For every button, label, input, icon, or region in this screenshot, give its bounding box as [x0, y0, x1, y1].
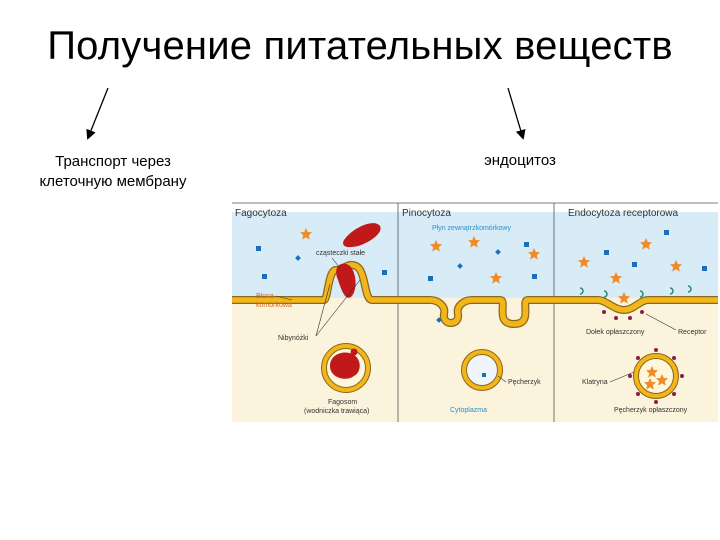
header-receptor-endocytosis: Endocytoza receptorowa [568, 208, 679, 219]
solid-particle-1 [343, 223, 381, 248]
label-solid-particles: cząsteczki stałe [316, 250, 365, 257]
label-coated-vesicle: Pęcherzyk opłaszczony [614, 407, 688, 414]
label-phagosome-1: Fagosom [328, 399, 357, 406]
arrow-left [86, 87, 109, 140]
label-phagosome-2: (wodniczka trawiąca) [304, 408, 369, 415]
label-membrane-1: Błona [256, 293, 274, 300]
label-extracellular-fluid: Płyn zewnątrzkomórkowy [432, 225, 511, 232]
label-clathrin: Klatryna [582, 379, 608, 386]
header-phagocytosis: Fagocytoza [235, 208, 287, 219]
connector-arrows [86, 87, 526, 140]
slide-title: Получение питательных веществ [47, 24, 673, 68]
label-membrane-2: komórkowa [256, 302, 292, 309]
label-membrane-transport: Транспорт через клеточную мембрану [39, 153, 187, 190]
arrow-right [507, 87, 526, 140]
endocytosis-figure: Fagocytoza Pinocytoza Endocytoza recepto… [232, 200, 718, 422]
header-pinocytosis: Pinocytoza [402, 208, 451, 219]
label-coated-pit: Dołek opłaszczony [586, 329, 645, 336]
label-endocytosis: эндоцитоз [484, 152, 556, 169]
label-vesicle: Pęcherzyk [508, 379, 541, 386]
label-pseudopodia: Nibynóżki [278, 335, 309, 342]
extracellular-area [232, 208, 718, 298]
solid-particle-2 [336, 263, 356, 298]
digested-particle [330, 352, 360, 379]
label-cytoplasm: Cytoplazma [450, 407, 487, 414]
label-receptor: Receptor [678, 329, 707, 336]
